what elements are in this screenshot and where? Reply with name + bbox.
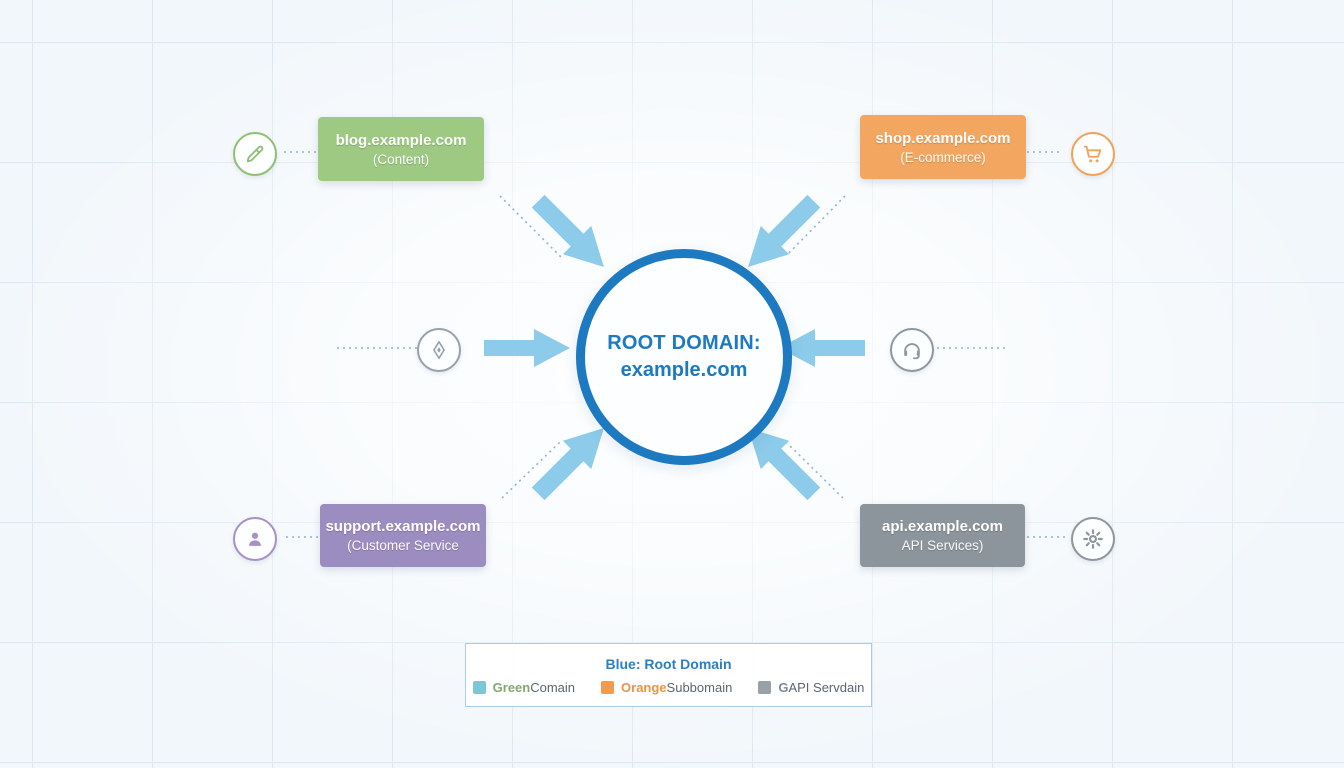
- legend-label-rest: Comain: [530, 679, 576, 695]
- node-subtitle: (Content): [372, 151, 430, 167]
- legend-label: G: [778, 679, 789, 695]
- node-shop-subdomain: shop.example.com (E-commerce): [860, 115, 1026, 179]
- cart-icon: [1071, 132, 1115, 176]
- arrow-top-right: [748, 194, 821, 267]
- dotted-connector-support-center: [501, 441, 561, 499]
- person-icon: [233, 517, 277, 561]
- legend-item-green: Green Comain: [472, 679, 576, 695]
- dotted-connector-blog-center: [499, 195, 563, 259]
- dotted-connector-api-center: [786, 442, 844, 499]
- node-title: api.example.com: [882, 518, 1003, 535]
- legend-label: Orange: [621, 679, 667, 695]
- root-domain-node: ROOT DOMAIN: example.com: [576, 249, 792, 465]
- arrow-bottom-left: [531, 428, 604, 501]
- legend-swatch-green: [472, 680, 486, 694]
- node-subtitle: (E-commerce): [900, 149, 986, 165]
- legend-item-gray: G API Servdain: [758, 680, 864, 695]
- legend-label: Green: [492, 679, 531, 695]
- node-api-subdomain: api.example.com API Services): [860, 504, 1025, 567]
- pen-icon: [233, 132, 277, 176]
- arrow-right: [779, 329, 865, 367]
- headset-icon: [890, 328, 934, 372]
- node-title: support.example.com: [325, 518, 481, 535]
- legend-label-rest: Subbomain: [666, 679, 733, 695]
- arrow-left: [484, 329, 570, 367]
- arrow-bottom-right: [748, 428, 821, 501]
- legend-item-orange: Orange Subbomain: [601, 680, 732, 695]
- node-title: blog.example.com: [335, 131, 467, 149]
- node-support-subdomain: support.example.com (Customer Service: [320, 504, 486, 567]
- legend-title: Blue: Root Domain: [605, 655, 732, 672]
- node-subtitle: API Services): [901, 538, 984, 553]
- dotted-connector-shop-center: [785, 195, 846, 257]
- navigation-diamond-icon: [417, 328, 461, 372]
- node-title: shop.example.com: [875, 129, 1011, 147]
- legend-swatch-gray: [758, 680, 772, 694]
- arrow-top-left: [531, 194, 604, 267]
- root-domain-value: example.com: [620, 359, 748, 381]
- legend-label-rest: API Servdain: [788, 679, 865, 695]
- legend: Blue: Root Domain Green Comain Orange Su…: [465, 643, 872, 707]
- legend-row: Green Comain Orange Subbomain G API Serv…: [472, 679, 864, 695]
- node-subtitle: (Customer Service: [347, 538, 459, 553]
- legend-swatch-orange: [601, 680, 615, 694]
- node-blog-subdomain: blog.example.com (Content): [318, 117, 484, 181]
- gear-icon: [1071, 517, 1115, 561]
- root-domain-label: ROOT DOMAIN:: [607, 332, 761, 354]
